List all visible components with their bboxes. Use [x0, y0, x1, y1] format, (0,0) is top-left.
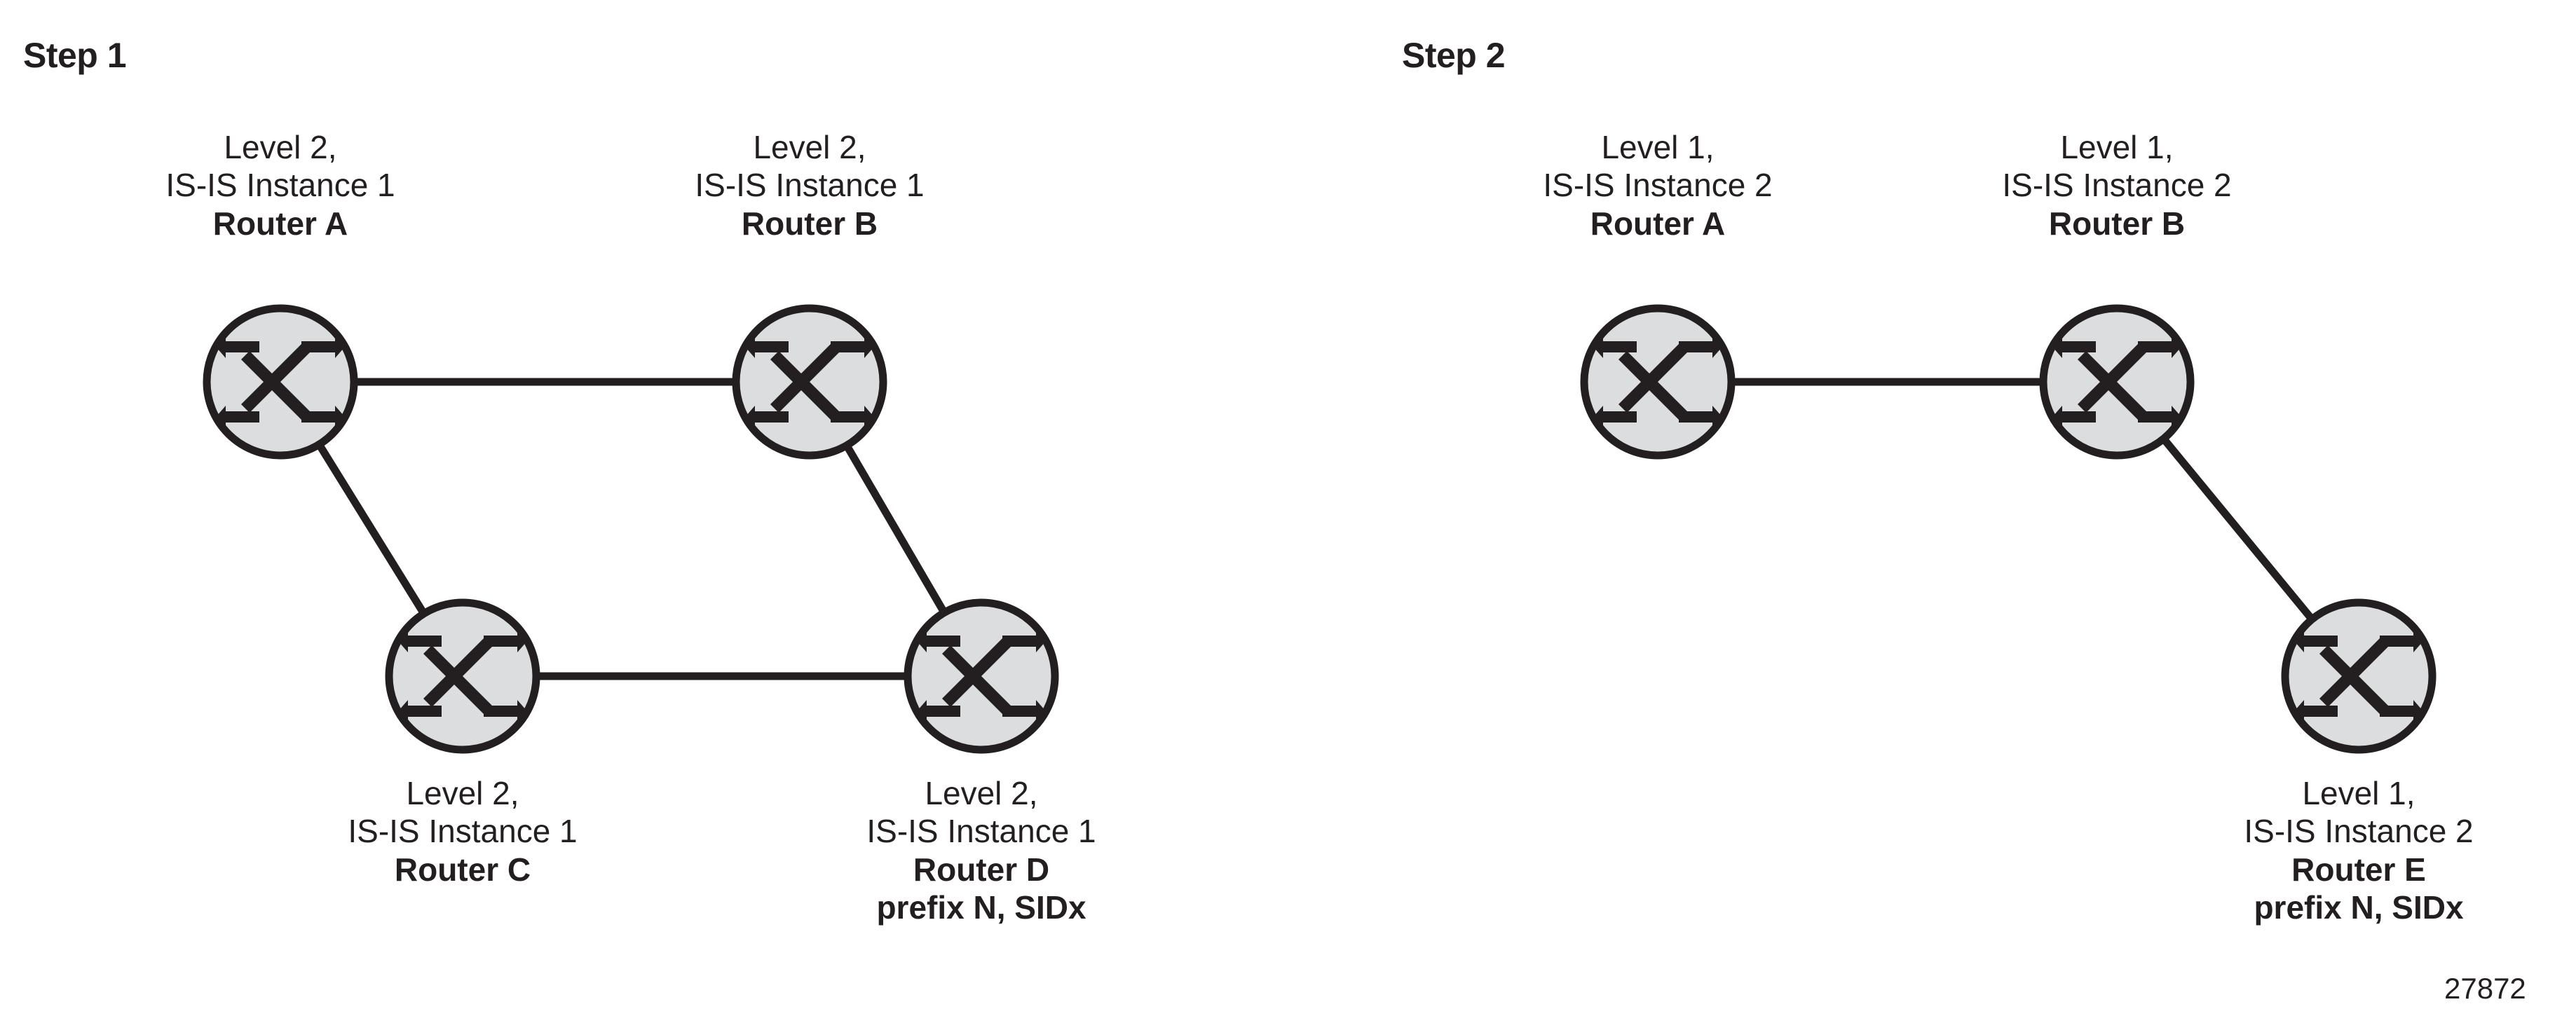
label-line: Level 1, — [1601, 129, 1715, 165]
router-icon-step2-b[interactable] — [2039, 304, 2195, 460]
label-line: Level 1, — [2302, 775, 2415, 811]
step2-links — [1658, 378, 2362, 679]
step1-nodes — [203, 304, 1059, 754]
label-line: Level 2, — [925, 775, 1038, 811]
step2-router-e-label: Level 1, IS-IS Instance 2 Router E prefi… — [2244, 774, 2473, 926]
step1-heading: Step 1 — [23, 36, 127, 75]
label-line: Level 2, — [224, 129, 337, 165]
router-icon-step1-d[interactable] — [904, 598, 1059, 754]
step1-links — [277, 378, 985, 680]
label-line-router-name: Router B — [2048, 205, 2186, 242]
label-line-prefix-sid: prefix N, SIDx — [2254, 888, 2464, 926]
label-line: IS-IS Instance 2 — [1543, 167, 1773, 204]
step2-router-a-label: Level 1, IS-IS Instance 2 Router A — [1543, 128, 1772, 242]
label-line-router-name: Router C — [394, 851, 531, 888]
label-line: Level 2, — [753, 129, 866, 165]
label-line: IS-IS Instance 2 — [2244, 813, 2474, 850]
label-line: IS-IS Instance 2 — [2002, 167, 2232, 204]
label-line-router-name: Router B — [741, 205, 878, 242]
router-icon-step2-e[interactable] — [2281, 598, 2437, 754]
figure-id: 27872 — [2444, 972, 2526, 1005]
router-icon-step1-c[interactable] — [385, 598, 540, 754]
label-line: Level 2, — [406, 775, 519, 811]
label-line: IS-IS Instance 1 — [695, 167, 925, 204]
label-line: IS-IS Instance 1 — [348, 813, 578, 850]
label-line-router-name: Router A — [212, 205, 348, 242]
label-line: IS-IS Instance 1 — [866, 813, 1096, 850]
label-line-router-name: Router E — [2291, 851, 2426, 888]
label-line-router-name: Router A — [1590, 205, 1726, 242]
label-line: IS-IS Instance 1 — [165, 167, 395, 204]
step1-router-c-label: Level 2, IS-IS Instance 1 Router C — [348, 774, 577, 888]
step2-heading: Step 2 — [1402, 36, 1506, 75]
label-line-router-name: Router D — [913, 851, 1050, 888]
router-icon-step2-a[interactable] — [1580, 304, 1736, 460]
label-line-prefix-sid: prefix N, SIDx — [876, 888, 1086, 926]
step2-nodes — [1580, 304, 2437, 754]
label-line: Level 1, — [2060, 129, 2174, 165]
step2-router-b-label: Level 1, IS-IS Instance 2 Router B — [2002, 128, 2231, 242]
step1-router-b-label: Level 2, IS-IS Instance 1 Router B — [695, 128, 924, 242]
router-icon-step1-a[interactable] — [203, 304, 358, 460]
router-icon-step1-b[interactable] — [732, 304, 887, 460]
step1-router-a-label: Level 2, IS-IS Instance 1 Router A — [165, 128, 395, 242]
step1-router-d-label: Level 2, IS-IS Instance 1 Router D prefi… — [866, 774, 1096, 926]
